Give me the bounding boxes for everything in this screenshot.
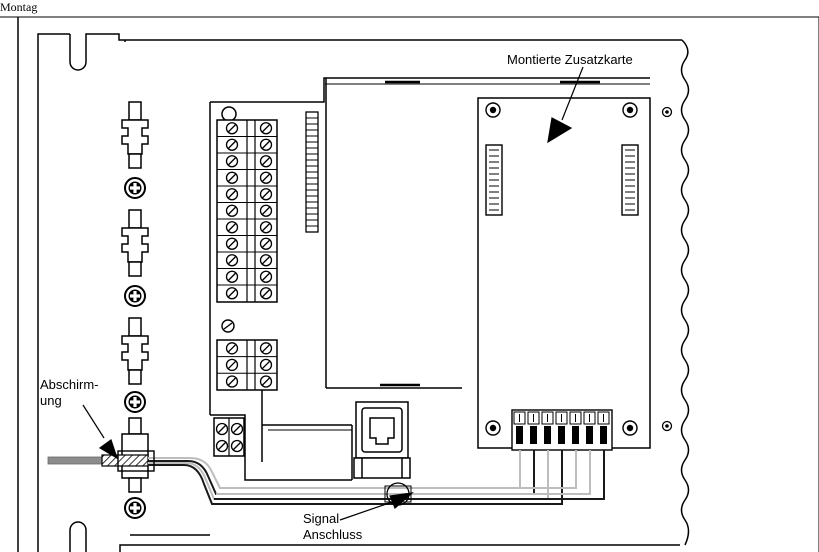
screw-icon	[259, 138, 273, 151]
terminal-block-bottom	[213, 417, 245, 457]
rj45-socket-icon	[353, 401, 411, 479]
screw-icon	[225, 287, 239, 300]
plate-wavy-edge	[680, 39, 690, 546]
screw-icon	[259, 188, 273, 201]
screw-icon	[225, 237, 239, 250]
connector-icon	[305, 111, 319, 233]
control-board	[209, 77, 650, 481]
label-shield-2: ung	[40, 393, 62, 408]
screw-icon	[259, 270, 273, 283]
callout-arrows	[82, 66, 584, 521]
screw-icon	[259, 171, 273, 184]
terminal-block-icon	[216, 119, 278, 303]
screw-icon	[124, 497, 146, 519]
label-signal-2: Anschluss	[303, 527, 363, 542]
screw-icon	[259, 122, 273, 135]
cable-shield-braid	[101, 454, 149, 467]
label-shield-1: Abschirm-	[40, 377, 99, 392]
mount-slot-1	[121, 101, 149, 199]
chassis-plate	[37, 33, 682, 552]
header-text: Montag	[0, 0, 37, 14]
screw-icon	[225, 254, 239, 267]
option-card	[477, 97, 673, 451]
shield-clamp	[117, 450, 155, 472]
screw-icon	[259, 254, 273, 267]
screw-icon	[259, 221, 273, 234]
screw-icon	[225, 155, 239, 168]
screw-icon	[225, 188, 239, 201]
signal-cable	[47, 450, 605, 505]
screw-icon	[225, 221, 239, 234]
screw-icon	[259, 237, 273, 250]
mount-slot-3	[121, 317, 149, 413]
screw-icon	[225, 138, 239, 151]
screw-icon	[225, 171, 239, 184]
screw-icon	[259, 204, 273, 217]
screw-icon	[221, 319, 235, 333]
mount-slot-4	[121, 417, 149, 519]
mount-slot-2	[121, 209, 149, 307]
screw-icon	[124, 391, 146, 413]
screw-icon	[225, 204, 239, 217]
screw-icon	[225, 270, 239, 283]
screw-icon	[259, 287, 273, 300]
label-signal-1: Signal	[303, 511, 339, 526]
screw-icon	[124, 177, 146, 199]
label-option-card: Montierte Zusatzkarte	[507, 52, 633, 67]
screw-icon	[259, 155, 273, 168]
screw-icon	[225, 122, 239, 135]
terminal-block-small	[216, 339, 278, 391]
screw-icon	[124, 285, 146, 307]
